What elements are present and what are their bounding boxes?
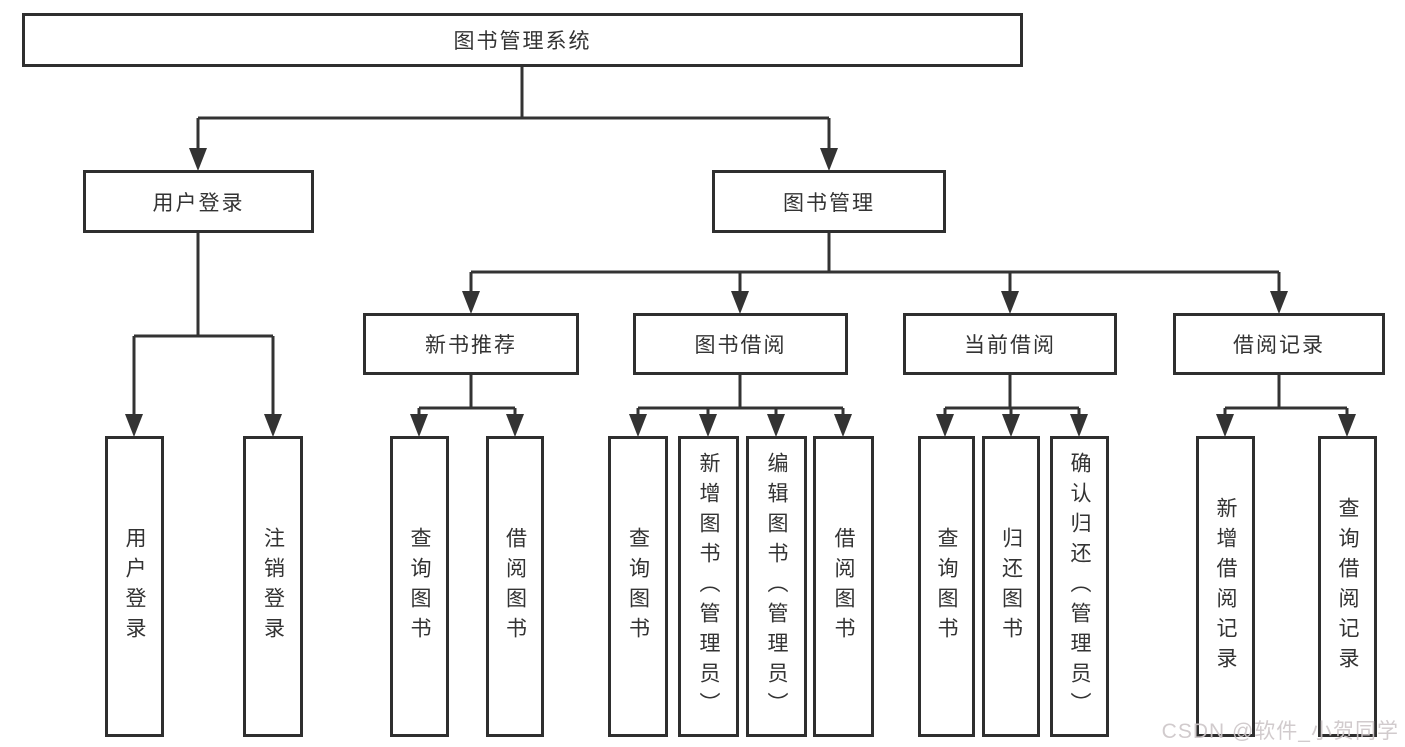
node-book-management: 图书管理	[712, 170, 946, 233]
node-label: 新书推荐	[425, 334, 517, 357]
node-label: 编辑图书（管理员）	[765, 451, 788, 722]
node-label: 查询图书	[626, 526, 650, 647]
node-label: 图书管理	[783, 191, 875, 215]
node-label: 借阅记录	[1233, 334, 1325, 357]
node-label: 查询图书	[408, 526, 431, 647]
node-label: 用户登录	[152, 191, 245, 215]
node-label: 新增借阅记录	[1214, 496, 1237, 677]
node-book-borrowing: 图书借阅	[633, 313, 848, 375]
leaf-return-books: 归还图书	[982, 436, 1040, 737]
leaf-query-books: 查询图书	[390, 436, 449, 737]
arrowhead-icons	[125, 148, 1356, 437]
node-label: 确认归还（管理员）	[1068, 451, 1091, 722]
node-user-login: 用户登录	[83, 170, 314, 233]
leaf-edit-books-admin: 编辑图书（管理员）	[746, 436, 807, 737]
node-label: 当前借阅	[964, 334, 1056, 357]
leaf-user-login: 用户登录	[105, 436, 164, 737]
leaf-query-books: 查询图书	[918, 436, 975, 737]
node-label: 查询借阅记录	[1336, 496, 1359, 677]
node-label: 注销登录	[261, 526, 285, 647]
node-label: 查询图书	[935, 526, 958, 647]
leaf-logout: 注销登录	[243, 436, 303, 737]
leaf-add-borrow-record: 新增借阅记录	[1196, 436, 1255, 737]
node-borrowing-record: 借阅记录	[1173, 313, 1385, 375]
csdn-watermark: CSDN @软件_小贺同学	[1161, 720, 1399, 743]
node-label: 新增图书（管理员）	[697, 451, 720, 722]
node-label: 借阅图书	[832, 526, 855, 647]
node-label: 归还图书	[999, 526, 1023, 647]
node-label: 借阅图书	[503, 526, 527, 647]
node-new-book-recommendation: 新书推荐	[363, 313, 579, 375]
leaf-borrow-books: 借阅图书	[813, 436, 874, 737]
leaf-query-borrow-record: 查询借阅记录	[1318, 436, 1377, 737]
leaf-add-books-admin: 新增图书（管理员）	[678, 436, 739, 737]
node-current-borrowing: 当前借阅	[903, 313, 1117, 375]
node-label: 图书管理系统	[453, 30, 592, 53]
node-label: 图书借阅	[694, 334, 787, 357]
leaf-borrow-books: 借阅图书	[486, 436, 544, 737]
node-library-management-system: 图书管理系统	[22, 13, 1023, 67]
leaf-query-books: 查询图书	[608, 436, 668, 737]
leaf-confirm-return-admin: 确认归还（管理员）	[1050, 436, 1109, 737]
node-label: 用户登录	[123, 526, 146, 647]
